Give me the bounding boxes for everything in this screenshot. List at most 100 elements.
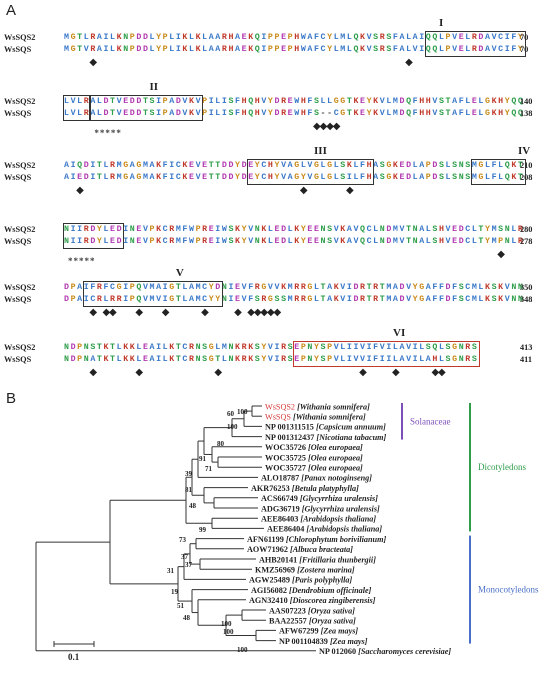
sequence-residues: DPAICRLRRIPQVMVIGTLAMCYYNIEVFSRGSSMRRGLT… xyxy=(64,295,524,304)
tree-leaf-label: KMZ56969 [Zostera marina] xyxy=(255,566,355,575)
leaf-species: [Oryza sativa] xyxy=(307,617,356,626)
leaf-species: [Nicotiana tabacum] xyxy=(314,433,386,442)
variant-diamond-icon: ◆ xyxy=(326,121,334,132)
variant-diamond-icon: ◆ xyxy=(345,185,354,196)
bootstrap-value: 37 xyxy=(181,553,189,561)
sequence-residues: AIQDITLRMGAGMAKFICKEVETTDDYDEYCHYVAGLVGL… xyxy=(64,161,524,170)
leaf-accession: AEE86404 xyxy=(267,525,304,534)
variant-diamond-icon: ◆ xyxy=(89,367,98,378)
leaf-species: [Withania somnifera] xyxy=(291,413,366,422)
tree-leaf-label: AAS07223 [Oryza sativa] xyxy=(269,606,355,615)
bootstrap-value: 19 xyxy=(171,588,179,596)
tree-leaf-label: AGW25489 [Paris polyphylla] xyxy=(249,576,353,585)
leaf-species: [Albuca bracteata] xyxy=(288,545,353,554)
sequence-name: WsSQS xyxy=(4,295,32,304)
motif-box xyxy=(293,341,480,367)
tree-leaf-label: AGI56082 [Dendrobium officinale] xyxy=(251,586,372,595)
scale-bar-label: 0.1 xyxy=(68,652,80,662)
bootstrap-value: 100 xyxy=(237,646,248,654)
sequence-position: 70 xyxy=(520,45,529,54)
leaf-accession: AGN32410 xyxy=(249,596,288,605)
leaf-species: [Chlorophytum borivilianum] xyxy=(284,535,387,544)
leaf-accession: AGW25489 xyxy=(249,576,290,585)
sequence-position: 138 xyxy=(520,109,533,118)
leaf-species: [Zea mays] xyxy=(319,627,359,636)
leaf-accession: AEE86403 xyxy=(261,515,298,524)
variant-diamond-icon: ◆ xyxy=(431,367,440,378)
sequence-row: WsSQS LVLRALDTVEDDTSIPADVKVPILISFHQHVYDRE… xyxy=(4,108,544,120)
tree-leaf-label: AGN32410 [Dioscorea zingiberensis] xyxy=(249,596,376,605)
variant-diamond-icon: ◆ xyxy=(260,307,269,318)
variant-diamond-icon: ◆ xyxy=(201,307,209,318)
leaf-species: [Capsicum annuum] xyxy=(314,423,386,432)
bootstrap-value: 60 xyxy=(227,410,235,418)
conserved-stars: ***** xyxy=(94,128,122,138)
sequence-residues: MGTLRAILKNPDDLYPLIKLKLAARHAEKQIPPEPHWAFC… xyxy=(64,33,524,42)
tree-leaf-label: WsSQS [Withania somnifera] xyxy=(265,413,366,422)
tree-leaf-label: WOC35727 [Olea europaea] xyxy=(265,464,363,473)
variant-diamond-icon: ◆ xyxy=(89,307,98,318)
tree-leaf-label: ACS66749 [Glycyrrhiza uralensis] xyxy=(261,494,378,503)
variant-diamond-icon: ◆ xyxy=(161,307,170,318)
tree-leaf-label: ALO18787 [Panax notoginseng] xyxy=(261,474,372,483)
leaf-species: [Glycyrrhiza uralensis] xyxy=(300,504,380,513)
sequence-position: 413 xyxy=(520,343,533,352)
sequence-name: WsSQS xyxy=(4,109,32,118)
tree-leaf-label: AFN61199 [Chlorophytum borivilianum] xyxy=(247,535,386,544)
variant-diamond-icon: ◆ xyxy=(102,307,111,318)
sequence-name: WsSQS xyxy=(4,173,32,182)
sequence-name: WsSQS2 xyxy=(4,33,36,42)
variant-diamond-icon: ◆ xyxy=(253,307,262,318)
sequence-name: WsSQS xyxy=(4,355,32,364)
leaf-accession: NP 001104839 xyxy=(279,637,328,646)
leaf-accession: AAS07223 xyxy=(269,606,306,615)
variant-diamond-icon: ◆ xyxy=(332,121,341,132)
bootstrap-value: 100 xyxy=(237,408,248,416)
variant-diamond-icon: ◆ xyxy=(89,57,98,68)
tree-leaf-label: BAA22557 [Oryza sativa] xyxy=(269,617,356,626)
leaf-species: [Oryza sativa] xyxy=(306,606,355,615)
tree-leaf-label: AEE86403 [Arabidopsis thaliana] xyxy=(261,515,376,524)
bootstrap-value: 51 xyxy=(177,602,185,610)
sequence-row: WsSQS DPAICRLRRIPQVMVIGTLAMCYYNIEVFSRGSSM… xyxy=(4,294,544,306)
sequence-position: 70 xyxy=(520,33,529,42)
variant-diamond-icon: ◆ xyxy=(319,121,328,132)
variant-diamond-icon: ◆ xyxy=(214,367,223,378)
tree-leaf-label: NP 001311515 [Capsicum annuum] xyxy=(265,423,386,432)
bootstrap-value: 73 xyxy=(179,536,187,544)
tree-leaf-label: ADG36719 [Glycyrrhiza uralensis] xyxy=(261,504,380,513)
leaf-species: [Dioscorea zingiberensis] xyxy=(288,596,376,605)
variant-diamond-icon: ◆ xyxy=(247,307,255,318)
sequence-position: 208 xyxy=(520,173,533,182)
leaf-species: [Olea europaea] xyxy=(306,453,363,462)
sequence-name: WsSQS2 xyxy=(4,283,36,292)
leaf-accession: BAA22557 xyxy=(269,617,307,626)
sequence-position: 140 xyxy=(520,97,533,106)
variant-diamond-icon: ◆ xyxy=(359,367,367,378)
tree-leaf-label: NP 001104839 [Zea mays] xyxy=(279,637,368,646)
motif-box xyxy=(89,95,204,121)
sequence-name: WsSQS2 xyxy=(4,343,36,352)
leaf-accession: ALO18787 xyxy=(261,474,299,483)
leaf-accession: NP 012060 xyxy=(319,647,356,656)
leaf-species: [Olea europaea] xyxy=(306,464,363,473)
tree-leaf-label: AEE86404 [Arabidopsis thaliana] xyxy=(267,525,382,534)
motif-box xyxy=(82,281,223,307)
clade-label: Monocotyledons xyxy=(478,585,539,595)
bootstrap-value: 80 xyxy=(217,440,225,448)
tree-leaf-label: AKR76253 [Betula platyphylla] xyxy=(251,484,359,493)
sequence-name: WsSQS xyxy=(4,237,32,246)
sequence-residues: LVLRALDTVEDDTSIPADVKVPILISFHQHVYDREWHFS-… xyxy=(64,109,524,118)
variant-diamond-icon: ◆ xyxy=(438,367,446,378)
leaf-accession: AGI56082 xyxy=(251,586,287,595)
leaf-species: [Betula platyphylla] xyxy=(290,484,359,493)
sequence-position: 280 xyxy=(520,225,533,234)
sequence-residues: AIEDITLRMGAGMAKFICKEVETTDDYDEYCHYVAGYVGL… xyxy=(64,173,524,182)
